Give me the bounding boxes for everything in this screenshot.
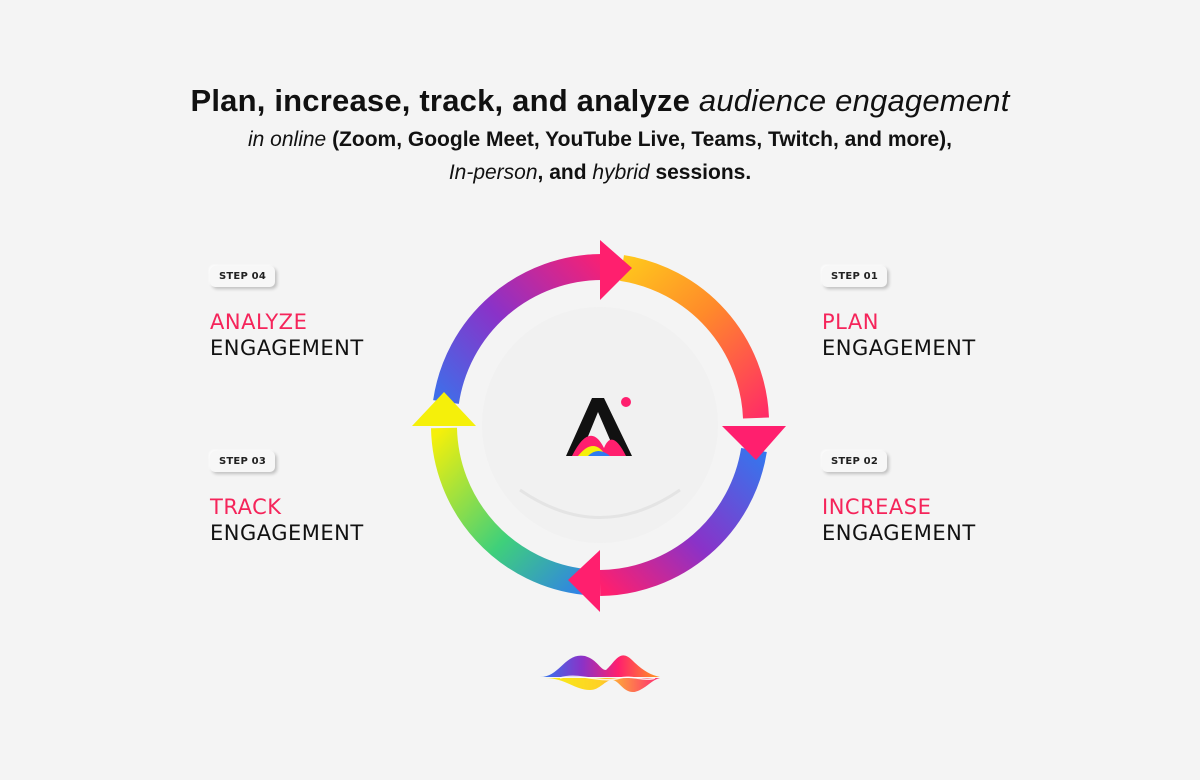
headline-line3-bold-a: , and bbox=[537, 161, 587, 184]
headline-bold: Plan, increase, track, and analyze bbox=[190, 83, 691, 118]
inner-disc bbox=[482, 307, 718, 543]
arrowhead-left bbox=[412, 392, 476, 426]
logo-a-icon bbox=[566, 397, 632, 456]
headline-line2-bold: (Zoom, Google Meet, YouTube Live, Teams,… bbox=[332, 128, 953, 151]
step-title: PLAN bbox=[822, 310, 879, 334]
headline-line-2: in online (Zoom, Google Meet, YouTube Li… bbox=[0, 125, 1200, 155]
headline-line2-italic: in online bbox=[247, 128, 327, 151]
ring-segment-plan bbox=[619, 255, 769, 419]
ring-segment-increase bbox=[599, 447, 767, 596]
arrowhead-bottom bbox=[568, 550, 600, 612]
step-subtitle: ENGAGEMENT bbox=[822, 336, 976, 360]
arrowhead-right bbox=[722, 426, 786, 460]
headline-line-1: Plan, increase, track, and analyze audie… bbox=[0, 82, 1200, 120]
headline-line3-bold-b: sessions. bbox=[655, 161, 752, 184]
step-subtitle: ENGAGEMENT bbox=[210, 336, 364, 360]
step-increase: STEP 02 INCREASE ENGAGEMENT bbox=[822, 451, 1062, 546]
headline-italic: audience engagement bbox=[698, 83, 1010, 118]
step-title: ANALYZE bbox=[210, 310, 308, 334]
inner-shadow bbox=[519, 488, 681, 519]
headline-line3-italic-b: hybrid bbox=[592, 161, 650, 184]
wave-logo-icon bbox=[540, 655, 660, 693]
step-subtitle: ENGAGEMENT bbox=[822, 521, 976, 545]
step-analyze: STEP 04 ANALYZE ENGAGEMENT bbox=[210, 266, 450, 361]
step-title: TRACK bbox=[210, 495, 282, 519]
step-badge: STEP 02 bbox=[822, 451, 887, 472]
step-badge: STEP 03 bbox=[210, 451, 275, 472]
ring-segment-analyze bbox=[433, 254, 603, 405]
step-plan: STEP 01 PLAN ENGAGEMENT bbox=[822, 266, 1062, 361]
headline-line-3: In-person, and hybrid sessions. bbox=[0, 158, 1200, 188]
step-subtitle: ENGAGEMENT bbox=[210, 521, 364, 545]
headline-line3-italic-a: In-person bbox=[448, 161, 538, 184]
step-badge: STEP 01 bbox=[822, 266, 887, 287]
step-badge: STEP 04 bbox=[210, 266, 275, 287]
step-title: INCREASE bbox=[822, 495, 932, 519]
ring-segment-track bbox=[431, 427, 587, 595]
step-track: STEP 03 TRACK ENGAGEMENT bbox=[210, 451, 450, 546]
arrowhead-top bbox=[600, 240, 632, 300]
